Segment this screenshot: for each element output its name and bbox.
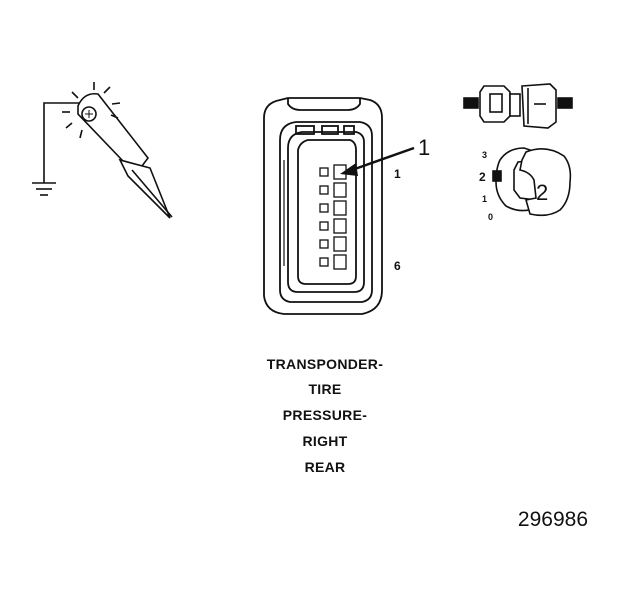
connector-side-view-icon (463, 83, 573, 129)
connector-face (263, 97, 383, 315)
caption-line-5: REAR (304, 459, 346, 475)
caption-line-1: TRANSPONDER- (266, 356, 384, 372)
caption-line-3: PRESSURE- (282, 407, 368, 423)
position-label-3: 3 (482, 150, 487, 160)
connector-lock-position-icon (492, 147, 572, 217)
pin-label-last: 6 (394, 259, 401, 273)
caption-line-4: RIGHT (302, 433, 348, 449)
test-probe-ground-icon (32, 82, 173, 219)
position-label-2: 2 (479, 170, 486, 184)
callout-arrow (340, 146, 415, 176)
figure-number: 296986 (517, 508, 588, 531)
position-label-1: 1 (482, 194, 487, 204)
caption-line-2: TIRE (308, 381, 342, 397)
position-label-0: 0 (488, 212, 493, 222)
callout-label-1: 1 (418, 135, 430, 160)
position-callout-label: 2 (536, 180, 548, 205)
pin-label-first: 1 (394, 167, 401, 181)
